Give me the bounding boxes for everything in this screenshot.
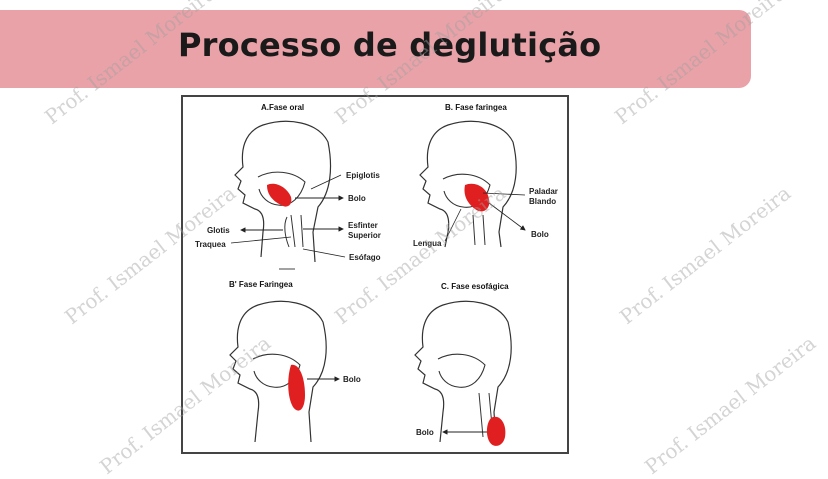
label-lengua: Lengua [413, 239, 442, 248]
diagram-svg: A.Fase oral Epiglotis Bolo Glotis Esfint… [195, 103, 558, 446]
label-epiglotis: Epiglotis [346, 171, 380, 180]
label-esfinter: Esfinter [348, 221, 378, 230]
bolus-oral [267, 183, 292, 207]
panel-esofagica: C. Fase esofágica Bolo [414, 282, 512, 446]
airway-oral [284, 214, 304, 248]
watermark: Prof. Ismael Moreira [640, 330, 821, 479]
head-outline-oral [234, 120, 332, 263]
title-band [0, 10, 751, 88]
palate-esofagica [437, 353, 486, 388]
swallowing-diagram: A.Fase oral Epiglotis Bolo Glotis Esfint… [181, 95, 569, 454]
label-blando: Blando [529, 197, 556, 206]
watermark: Prof. Ismael Moreira [615, 180, 796, 329]
label-esofago: Esófago [349, 253, 381, 262]
head-outline-esofagica [414, 300, 512, 443]
panel-oral: A.Fase oral Epiglotis Bolo Glotis Esfint… [195, 103, 381, 270]
head-outline-faringea [419, 120, 517, 248]
label-superior: Superior [348, 231, 381, 240]
label-bolo-oral: Bolo [348, 194, 366, 203]
panel-faringea: B. Fase faringea Paladar Blando Bolo Len… [413, 103, 558, 248]
label-glotis: Glotis [207, 226, 230, 235]
panel-faringea-heading: B. Fase faringea [445, 103, 507, 112]
label-bolo-faringea-b: Bolo [343, 375, 361, 384]
label-traquea: Traquea [195, 240, 226, 249]
panel-faringea-b-heading: B' Fase Faringea [229, 280, 293, 289]
bolus-esofagica [486, 416, 506, 446]
panel-oral-heading: A.Fase oral [261, 103, 304, 112]
slide-title: Processo de deglutição [178, 26, 602, 64]
label-bolo-esofagica: Bolo [416, 428, 434, 437]
bolus-faringea [464, 183, 490, 212]
palate-oral [257, 171, 306, 206]
head-outline-faringea-b [229, 300, 327, 443]
panel-faringea-b: B' Fase Faringea Bolo [229, 280, 361, 443]
label-bolo-faringea: Bolo [531, 230, 549, 239]
bolus-faringea-b [288, 364, 305, 411]
label-paladar: Paladar [529, 187, 558, 196]
panel-esofagica-heading: C. Fase esofágica [441, 282, 509, 291]
airway-faringea [472, 214, 486, 246]
